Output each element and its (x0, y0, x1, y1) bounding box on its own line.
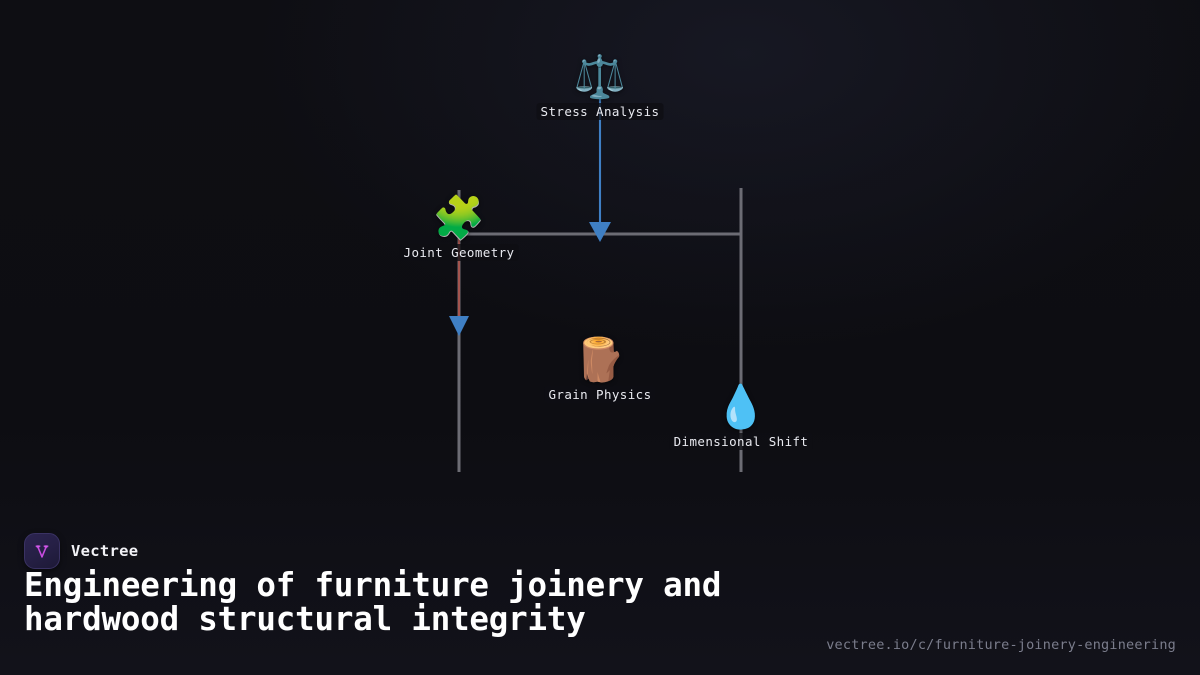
node-joint-geometry[interactable]: 🧩 Joint Geometry (399, 193, 519, 261)
brand-name: Vectree (71, 542, 139, 560)
brand[interactable]: Vectree (24, 533, 138, 569)
node-grain-physics[interactable]: 🪵 Grain Physics (544, 335, 656, 403)
puzzle-piece-icon: 🧩 (432, 193, 486, 242)
footer: Vectree Engineering of furniture joinery… (0, 520, 1200, 675)
source-url: vectree.io/c/furniture-joinery-engineeri… (826, 637, 1176, 653)
node-label-dimensional-shift: Dimensional Shift (669, 433, 813, 450)
node-label-joint-geometry: Joint Geometry (399, 244, 519, 261)
node-label-stress-analysis: Stress Analysis (536, 103, 664, 120)
concept-graph[interactable]: ⚖️ Stress Analysis 🧩 Joint Geometry 🪵 Gr… (0, 0, 1200, 510)
wood-log-icon: 🪵 (573, 335, 627, 384)
water-droplet-icon: 💧 (714, 382, 768, 431)
node-dimensional-shift[interactable]: 💧 Dimensional Shift (669, 382, 813, 450)
vectree-tree-logo-icon (35, 545, 49, 558)
balance-scale-icon: ⚖️ (573, 52, 627, 101)
page-title: Engineering of furniture joinery and har… (24, 566, 722, 638)
node-stress-analysis[interactable]: ⚖️ Stress Analysis (536, 52, 664, 120)
node-label-grain-physics: Grain Physics (544, 386, 656, 403)
vectree-logo-badge (24, 533, 60, 569)
